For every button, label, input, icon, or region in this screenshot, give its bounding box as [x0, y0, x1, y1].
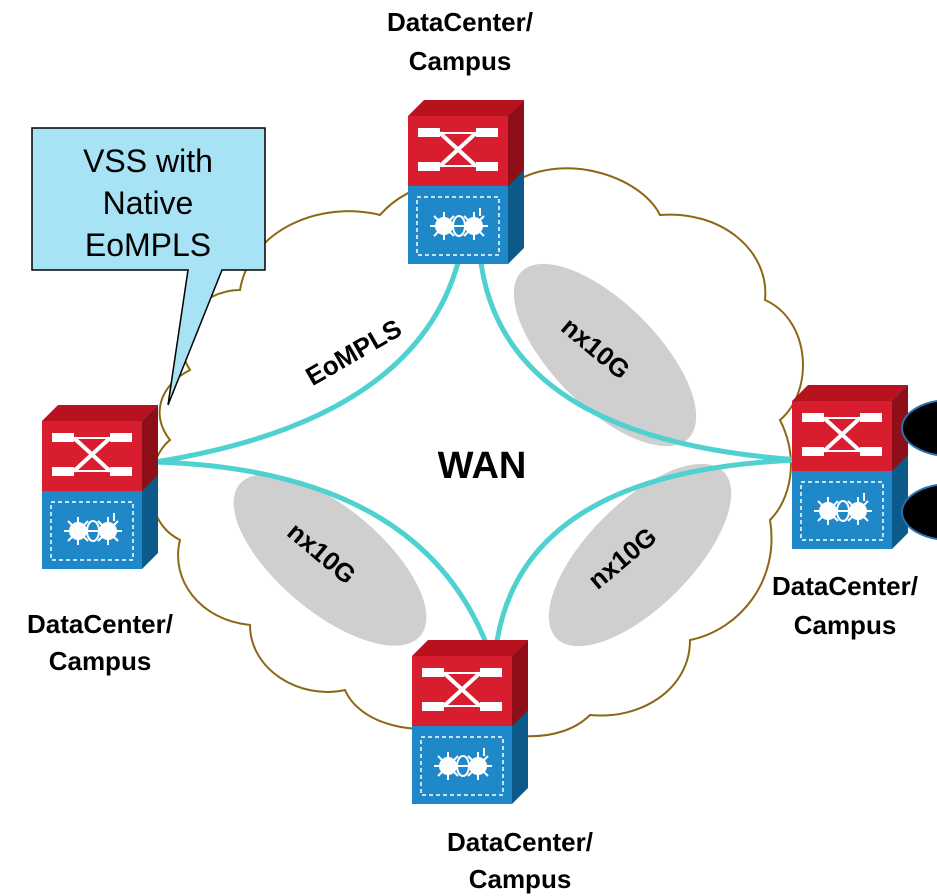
switch-icon-top	[406, 98, 526, 266]
node-label-bottom-line1: DataCenter/	[447, 827, 593, 857]
link-top-left	[154, 254, 463, 465]
node-label-right-line2: Campus	[794, 610, 897, 640]
callout-bubble	[31, 127, 266, 406]
link-right-bottom	[493, 457, 801, 649]
link-lines	[154, 254, 801, 649]
link-top-right	[477, 254, 801, 463]
link-ellipse-bottom-left	[233, 474, 427, 646]
node-label-bottom-line2: Campus	[469, 864, 572, 894]
node-label-left-line1: DataCenter/	[27, 609, 173, 639]
node-label-left-line2: Campus	[49, 646, 152, 676]
switch-icon-bottom	[410, 638, 530, 806]
link-left-bottom	[154, 459, 491, 649]
callout-line3: EoMPLS	[85, 227, 211, 263]
node-label-top-line1: DataCenter/	[387, 7, 533, 37]
callout-line1: VSS with	[83, 143, 213, 179]
callout-line2: Native	[103, 185, 194, 221]
wan-label: WAN	[438, 445, 527, 487]
edge-shape-lower	[901, 484, 937, 540]
node-label-right-line1: DataCenter/	[772, 571, 918, 601]
switch-icon-right	[790, 383, 910, 551]
node-label-top-line2: Campus	[409, 46, 512, 76]
link-ellipse-bottom-right	[548, 463, 732, 647]
edge-shape-upper	[901, 400, 937, 456]
switch-icon-left	[40, 403, 160, 571]
link-ellipse-top-right	[513, 263, 697, 447]
